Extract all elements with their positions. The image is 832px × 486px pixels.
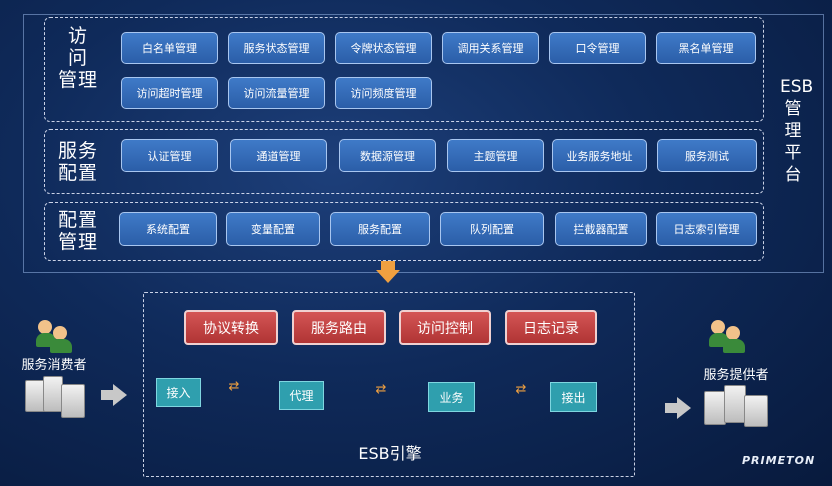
queue-config-button[interactable]: 队列配置 <box>440 212 544 246</box>
provider-label: 服务提供者 <box>703 368 769 383</box>
right-arrow-icon <box>677 397 691 419</box>
access-management-label: 访 问 管理 <box>57 25 98 91</box>
esb-engine-label: ESB引擎 <box>358 444 422 463</box>
service-routing-button[interactable]: 服务路由 <box>292 310 386 345</box>
access-frequency-button[interactable]: 访问频度管理 <box>335 77 432 109</box>
provider-servers-icon <box>704 385 774 430</box>
down-arrow-icon <box>376 270 400 283</box>
consumer-servers-icon <box>25 376 95 421</box>
swap-arrows-icon: ⇄ <box>515 382 527 397</box>
config-management-section <box>44 202 764 261</box>
consumer-arrow-stem <box>101 390 113 400</box>
channel-management-button[interactable]: 通道管理 <box>230 139 327 172</box>
right-arrow-icon <box>113 384 127 406</box>
access-timeout-button[interactable]: 访问超时管理 <box>121 77 218 109</box>
primeton-logo: PRIMETON <box>742 454 816 467</box>
swap-arrows-icon: ⇄ <box>375 382 387 397</box>
pipeline-ingress-box: 接入 <box>156 378 201 407</box>
service-config-button[interactable]: 服务配置 <box>330 212 430 246</box>
pipeline-business-box: 业务 <box>428 382 475 412</box>
system-config-button[interactable]: 系统配置 <box>119 212 217 246</box>
service-config-section <box>44 129 764 194</box>
password-button[interactable]: 口令管理 <box>549 32 646 64</box>
log-record-button[interactable]: 日志记录 <box>505 310 597 345</box>
service-status-button[interactable]: 服务状态管理 <box>228 32 325 64</box>
consumer-label: 服务消费者 <box>21 358 87 373</box>
service-test-button[interactable]: 服务测试 <box>657 139 757 172</box>
pipeline-egress-box: 接出 <box>550 382 597 412</box>
esb-platform-frame <box>23 14 824 273</box>
variable-config-button[interactable]: 变量配置 <box>226 212 320 246</box>
token-status-button[interactable]: 令牌状态管理 <box>335 32 432 64</box>
business-service-address-button[interactable]: 业务服务地址 <box>552 139 647 172</box>
swap-arrows-icon: ⇄ <box>228 379 240 394</box>
service-config-label: 服务 配置 <box>57 140 98 184</box>
interceptor-config-button[interactable]: 拦截器配置 <box>555 212 647 246</box>
access-management-section <box>44 17 764 122</box>
esb-platform-label: ESB管理平台 <box>780 77 814 185</box>
provider-arrow-stem <box>665 403 677 413</box>
pipeline-proxy-box: 代理 <box>279 381 324 410</box>
call-relation-button[interactable]: 调用关系管理 <box>442 32 539 64</box>
access-control-button[interactable]: 访问控制 <box>399 310 491 345</box>
consumer-users-icon <box>36 320 76 353</box>
provider-users-icon <box>709 320 749 354</box>
down-arrow-stem <box>381 261 395 271</box>
whitelist-button[interactable]: 白名单管理 <box>121 32 218 64</box>
topic-management-button[interactable]: 主题管理 <box>447 139 544 172</box>
datasource-management-button[interactable]: 数据源管理 <box>339 139 436 172</box>
config-management-label: 配置 管理 <box>57 209 98 253</box>
auth-management-button[interactable]: 认证管理 <box>121 139 218 172</box>
log-index-management-button[interactable]: 日志索引管理 <box>656 212 757 246</box>
access-traffic-button[interactable]: 访问流量管理 <box>228 77 325 109</box>
esb-engine-frame <box>143 292 635 477</box>
blacklist-button[interactable]: 黑名单管理 <box>656 32 756 64</box>
protocol-conversion-button[interactable]: 协议转换 <box>184 310 278 345</box>
